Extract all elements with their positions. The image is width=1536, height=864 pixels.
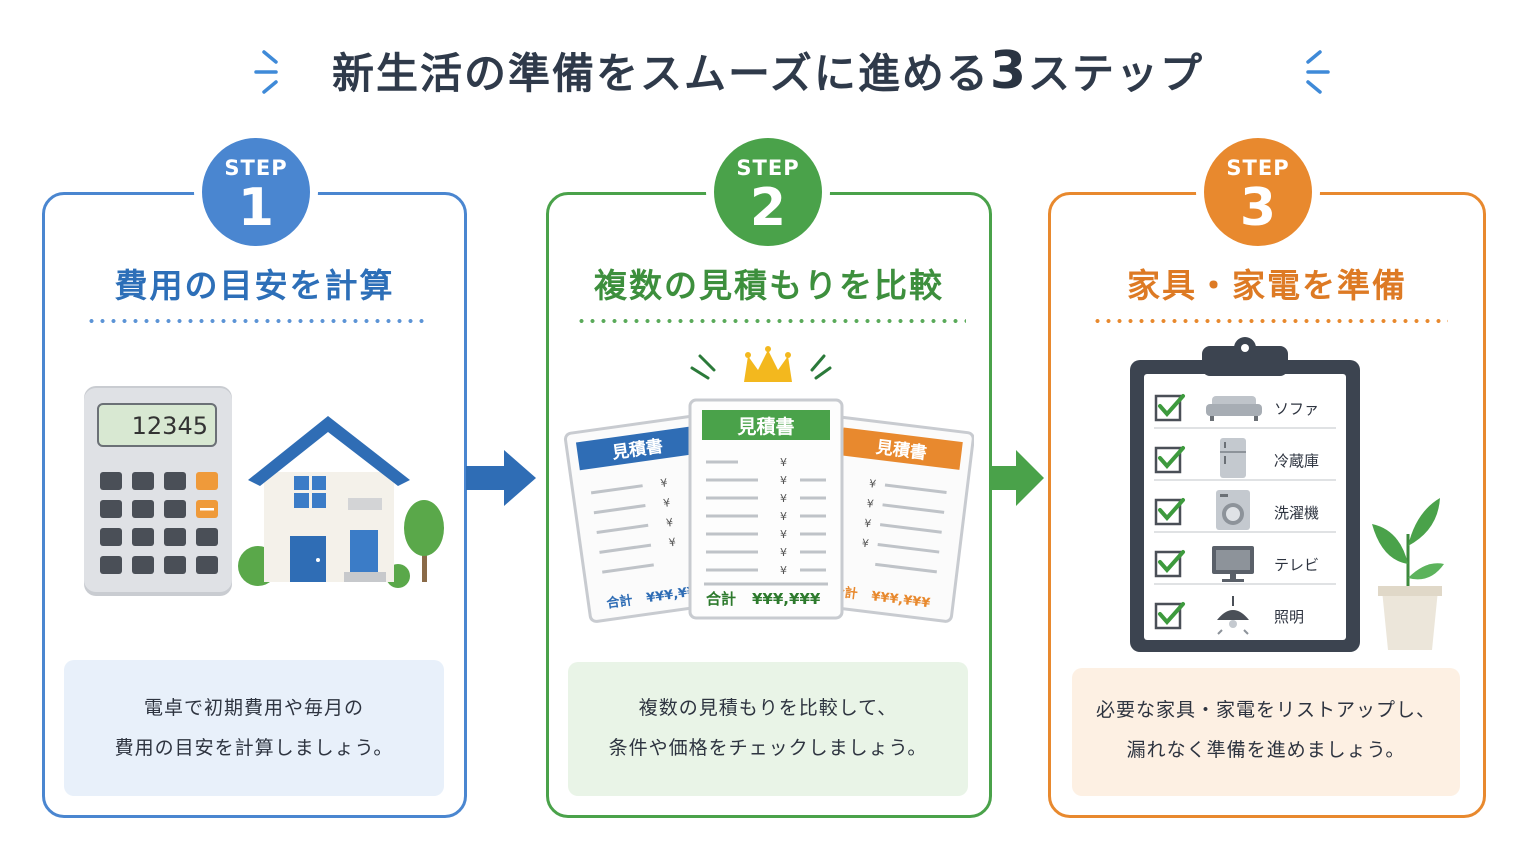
row-mark: ¥ [863,517,872,531]
check-icon [1158,602,1185,626]
check-icon [1158,394,1185,418]
step1-badge-label: STEP [224,156,288,180]
crown-icon [744,346,792,382]
step2-divider [576,318,966,324]
sparkle-icon [690,354,832,380]
plant-icon [1372,498,1444,650]
row-mark: ¥ [868,477,877,491]
step1-badge-number: 1 [237,178,275,238]
step1-badge: STEP 1 [194,130,318,254]
calculator-display-text: 12345 [132,412,208,440]
total-label-center: 合計 [705,590,736,608]
row-mark: ¥ [861,537,870,551]
checklist-row: テレビ [1154,546,1319,582]
row-mark: ¥ [780,456,787,469]
sofa-icon [1206,396,1262,421]
checklist-label-fridge: 冷蔵庫 [1274,452,1319,470]
step2-badge: STEP 2 [706,130,830,254]
check-icon [1158,498,1185,522]
sparkle-right-icon [1306,50,1330,94]
step3-badge-label: STEP [1226,156,1290,180]
total-value-center: ¥¥¥,¥¥¥ [752,590,821,608]
row-mark: ¥ [780,510,787,523]
calculator-icon: 12345 [84,386,232,596]
checklist-label-tv: テレビ [1274,556,1319,574]
fridge-icon [1220,438,1246,478]
checklist-label-sofa: ソファ [1274,400,1319,418]
step3-badge-number: 3 [1239,178,1277,238]
row-mark: ¥ [780,474,787,487]
step2-illustration: 見積書 ¥¥¥¥ 合計 ¥¥¥,¥¥ 見積書 ¥¥¥¥ 合計 ¥¥¥,¥¥¥ 見… [563,346,974,623]
arrow-right-icon [466,450,536,506]
step3-divider [1092,318,1448,324]
step3-badge: STEP 3 [1196,130,1320,254]
step2-badge-number: 2 [749,178,787,238]
tree-icon [404,500,444,582]
step1-title: 費用の目安を計算 [114,266,395,305]
row-mark: ¥ [780,492,787,505]
checklist-row: ソファ [1154,394,1319,422]
step3-description: 必要な家具・家電をリストアップし、 漏れなく準備を進めましょう。 [1072,668,1460,796]
page-title-area: 新生活の準備をスムーズに進める3ステップ [0,38,1536,108]
step3-title: 家具・家電を準備 [1127,266,1407,305]
row-mark: ¥ [668,536,677,550]
row-mark: ¥ [866,497,875,511]
step1-illustration: 12345 [84,386,444,596]
checklist-row: 冷蔵庫 [1154,438,1319,478]
total-value-left: ¥¥¥,¥¥ [645,584,697,606]
lamp-icon [1217,596,1249,635]
checklist-label-lamp: 照明 [1274,608,1304,626]
title-text: 新生活の準備をスムーズに進める [331,49,990,98]
step2-description-line1: 複数の見積もりを比較して、 [638,697,898,719]
arrow-right-icon [990,450,1044,506]
house-icon [248,416,410,582]
row-mark: ¥ [660,476,669,490]
title-number: 3 [989,41,1029,101]
doc-heading-center: 見積書 [737,415,794,438]
step1-description-line1: 電卓で初期費用や毎月の [143,697,364,719]
row-mark: ¥ [780,546,787,559]
row-mark: ¥ [780,528,787,541]
page-title: 新生活の準備をスムーズに進める3ステップ [0,38,1536,107]
step3-description-line1: 必要な家具・家電をリストアップし、 [1095,699,1436,721]
row-mark: ¥ [662,496,671,510]
step2-description: 複数の見積もりを比較して、 条件や価格をチェックしましょう。 [568,662,968,796]
total-value-right: ¥¥¥,¥¥¥ [870,589,931,611]
step2-title: 複数の見積もりを比較 [594,266,944,305]
step3-description-line2: 漏れなく準備を進めましょう。 [1126,739,1406,761]
checklist-row: 照明 [1154,596,1304,635]
total-label-left: 合計 [606,592,634,611]
step1-description-line2: 費用の目安を計算しましょう。 [114,737,394,759]
estimate-document-right: 見積書 ¥¥¥¥ 合計 ¥¥¥,¥¥¥ [811,415,974,623]
checklist-label-washer: 洗濯機 [1274,504,1319,522]
step3-illustration: ソファ 冷蔵庫 洗濯機 テレビ [1130,337,1444,652]
title-text-end: ステップ [1028,49,1205,98]
tv-icon [1212,546,1254,582]
check-icon [1158,550,1185,574]
step1-divider [86,318,426,324]
step2-description-line2: 条件や価格をチェックしましょう。 [608,737,928,759]
step2-badge-label: STEP [736,156,800,180]
washing-machine-icon [1216,490,1250,530]
estimate-document-center: 見積書 ¥ ¥ ¥ ¥ ¥ ¥ ¥ 合計 ¥¥¥,¥¥¥ [688,398,844,620]
row-mark: ¥ [780,564,787,577]
step1-description: 電卓で初期費用や毎月の 費用の目安を計算しましょう。 [64,660,444,796]
sparkle-left-icon [254,50,278,94]
checklist-row: 洗濯機 [1154,490,1319,530]
check-icon [1158,446,1185,470]
row-mark: ¥ [665,516,674,530]
